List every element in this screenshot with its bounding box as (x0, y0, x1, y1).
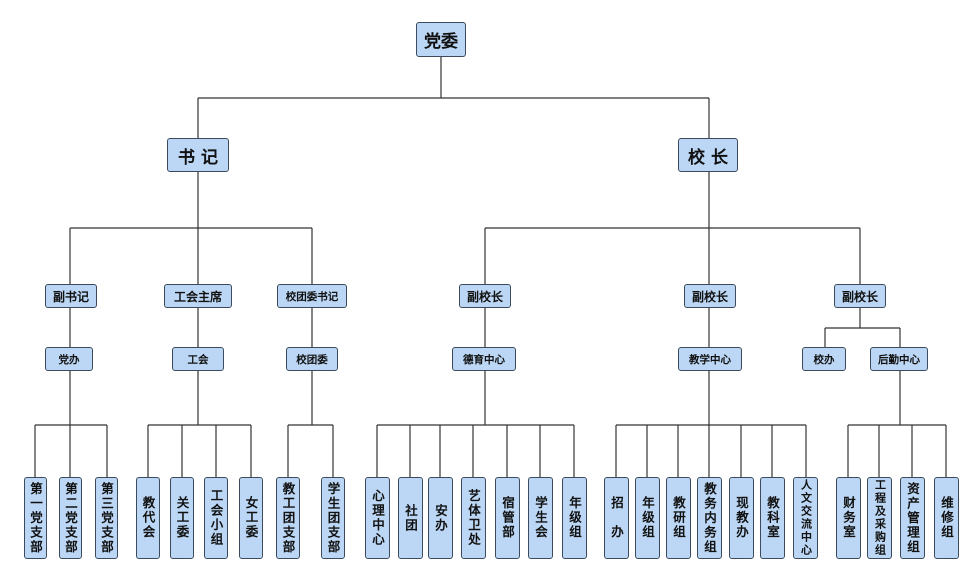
node-youth-league-secretary: 校团委书记 (277, 284, 347, 308)
leaf-party-branch-1: 第一党支部 (24, 477, 47, 559)
leaf-student-union: 学生会 (528, 477, 553, 559)
node-party-office: 党办 (45, 347, 93, 371)
node-school-office: 校办 (802, 347, 846, 371)
leaf-asset-management-group: 资产管理组 (900, 477, 925, 559)
leaf-clubs: 社团 (398, 477, 423, 559)
node-logistics-center: 后勤中心 (870, 347, 928, 371)
node-vice-principal-1: 副校长 (459, 284, 511, 308)
leaf-modern-education-office: 现教办 (729, 477, 754, 559)
leaf-student-league-branch: 学生团支部 (321, 477, 345, 559)
leaf-education-science-office: 教科室 (760, 477, 785, 559)
node-party-committee: 党委 (416, 22, 466, 57)
leaf-women-committee: 女工委 (239, 477, 263, 559)
leaf-staff-league-branch: 教工团支部 (276, 477, 300, 559)
leaf-psychology-center: 心理中心 (365, 477, 390, 559)
leaf-staff-congress: 教代会 (136, 477, 160, 559)
leaf-finance-office: 财务室 (836, 477, 861, 559)
leaf-engineering-procurement-group: 工程及采购组 (867, 477, 892, 559)
node-deputy-secretary: 副书记 (45, 284, 97, 308)
leaf-grade-group-moral: 年级组 (562, 477, 587, 559)
node-principal: 校 长 (678, 138, 738, 172)
leaf-union-group: 工会小组 (204, 477, 228, 559)
node-secretary: 书 记 (167, 138, 229, 172)
leaf-safety-office: 安办 (428, 477, 453, 559)
leaf-arts-sports-health: 艺体卫处 (461, 477, 486, 559)
leaf-youth-care-committee: 关工委 (170, 477, 194, 559)
node-vice-principal-2: 副校长 (684, 284, 736, 308)
leaf-academic-affairs-group: 教务内务组 (697, 477, 722, 559)
leaf-admissions-office: 招 办 (604, 477, 629, 559)
leaf-dormitory-management: 宿管部 (495, 477, 520, 559)
node-vice-principal-3: 副校长 (834, 284, 886, 308)
node-union: 工会 (172, 347, 224, 371)
node-teaching-center: 教学中心 (678, 347, 742, 371)
leaf-grade-group-teaching: 年级组 (635, 477, 660, 559)
leaf-cultural-exchange-center: 人文交流中心 (793, 477, 818, 559)
node-union-chair: 工会主席 (164, 284, 232, 308)
node-moral-education-center: 德育中心 (452, 347, 516, 371)
leaf-party-branch-3: 第三党支部 (95, 477, 118, 559)
leaf-maintenance-group: 维修组 (934, 477, 959, 559)
leaf-party-branch-2: 第二党支部 (59, 477, 82, 559)
node-youth-league: 校团委 (286, 347, 338, 371)
leaf-teaching-research-group: 教研组 (666, 477, 691, 559)
